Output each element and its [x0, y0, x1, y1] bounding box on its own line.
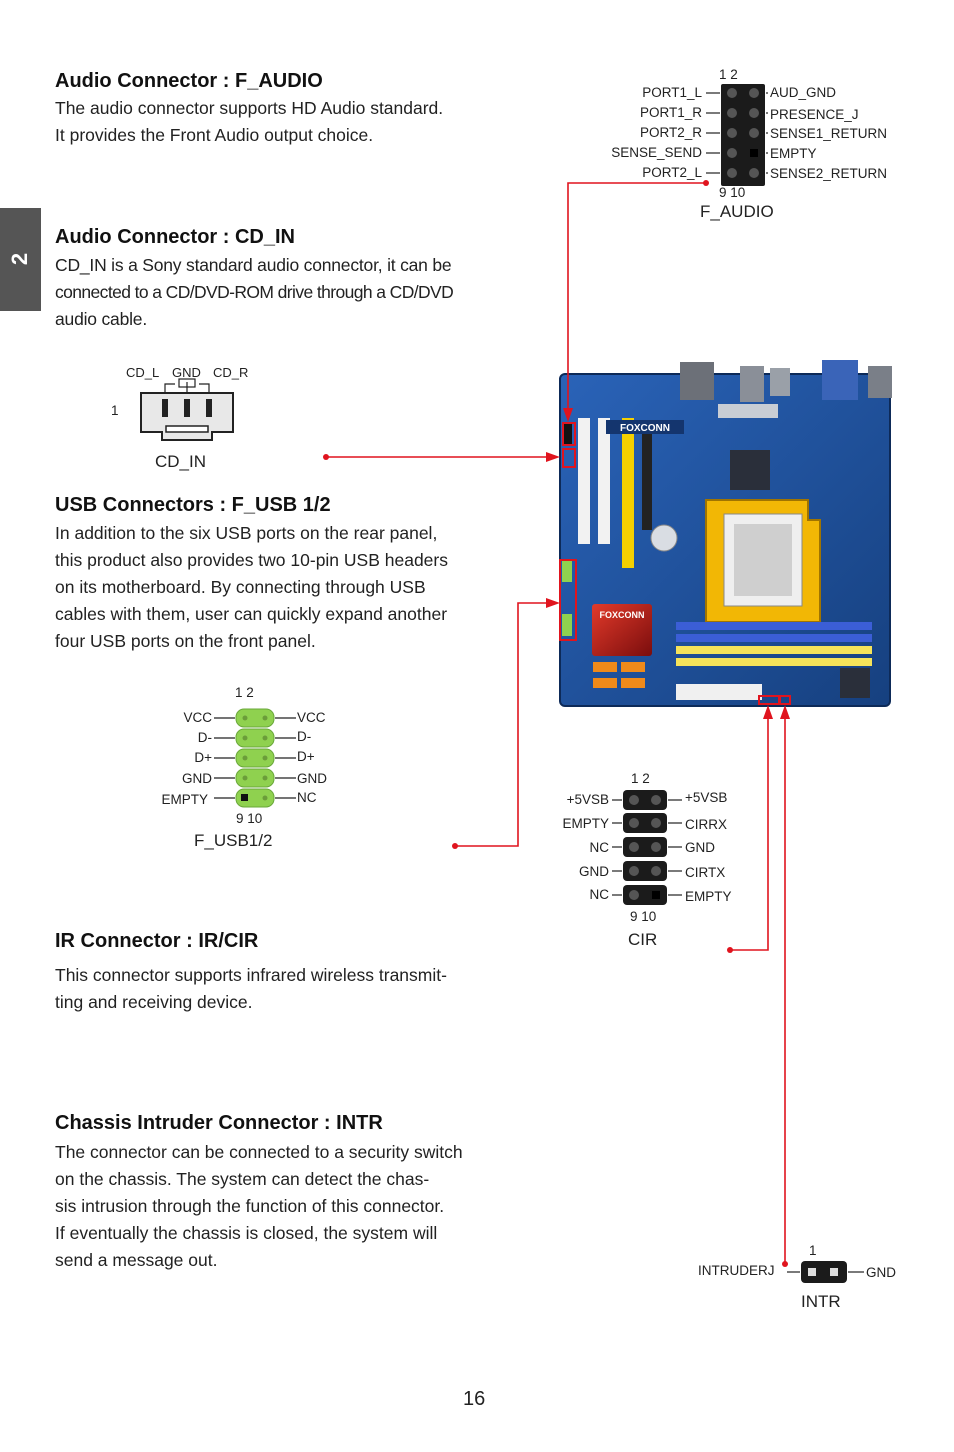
motherboard-image: FOXCONN FOXCONN: [559, 360, 892, 707]
text-line: In addition to the six USB ports on the …: [55, 523, 438, 543]
usb-right-5: NC: [297, 790, 317, 805]
usb-left-2: D-: [197, 730, 212, 745]
cir-left-4: GND: [579, 864, 609, 879]
text-line: CD_IN is a Sony standard audio connector…: [55, 255, 452, 275]
usb-text: In addition to the six USB ports on the …: [55, 520, 448, 655]
usb-right-1: VCC: [297, 710, 326, 725]
cir-left-2: EMPTY: [562, 816, 609, 831]
text-line: If eventually the chassis is closed, the…: [55, 1223, 438, 1243]
text-line: send a message out.: [55, 1250, 218, 1270]
usb-pin-bottom: 9 10: [236, 811, 263, 826]
cd-in-pin-one: 1: [111, 403, 119, 418]
f-audio-right-4: EMPTY: [770, 146, 817, 161]
cir-header: [612, 790, 682, 905]
board-brand: FOXCONN: [620, 423, 670, 434]
usb-left-4: GND: [182, 771, 212, 786]
intr-caption: INTR: [801, 1292, 841, 1311]
cd-in-label-gnd: GND: [172, 365, 201, 380]
cir-left-5: NC: [589, 887, 610, 902]
f-audio-heading: Audio Connector : F_AUDIO: [55, 70, 323, 92]
cir-right-1: +5VSB: [685, 790, 728, 805]
leader-arrows: [323, 180, 790, 1267]
text-line: connected to a CD/DVD-ROM drive through …: [55, 282, 454, 302]
ir-heading: IR Connector : IR/CIR: [55, 930, 259, 952]
cd-in-caption: CD_IN: [155, 452, 207, 471]
intr-left-label: INTRUDERJ: [698, 1263, 775, 1278]
cir-caption: CIR: [628, 930, 658, 949]
intr-text: The connector can be connected to a secu…: [55, 1139, 463, 1274]
cir-right-3: GND: [685, 840, 715, 855]
ir-text: This connector supports infrared wireles…: [55, 962, 447, 1016]
cir-pin-top: 1 2: [631, 771, 650, 786]
text-line: cables with them, user can quickly expan…: [55, 604, 448, 624]
usb-left-1: VCC: [183, 710, 212, 725]
text-line: four USB ports on the front panel.: [55, 631, 316, 651]
cir-right-5: EMPTY: [685, 889, 732, 904]
f-audio-text: The audio connector supports HD Audio st…: [55, 95, 443, 149]
text-line: on its motherboard. By connecting throug…: [55, 577, 426, 597]
usb-heading: USB Connectors : F_USB 1/2: [55, 494, 331, 516]
f-audio-header: [706, 84, 768, 186]
f-audio-caption: F_AUDIO: [700, 202, 774, 221]
f-audio-left-4: SENSE_SEND: [611, 145, 702, 160]
text-line: audio cable.: [55, 309, 147, 329]
cir-right-4: CIRTX: [685, 865, 726, 880]
usb-right-4: GND: [297, 771, 327, 786]
text-line: The connector can be connected to a secu…: [55, 1142, 463, 1162]
f-audio-right-2: PRESENCE_J: [770, 107, 859, 122]
f-audio-left-5: PORT2_L: [642, 165, 702, 180]
text-line: this product also provides two 10-pin US…: [55, 550, 448, 570]
f-audio-right-5: SENSE2_RETURN: [770, 166, 888, 181]
intr-header: [787, 1261, 864, 1283]
text-line: This connector supports infrared wireles…: [55, 965, 447, 985]
f-audio-pin-top: 1 2: [719, 67, 738, 82]
text-line: It provides the Front Audio output choic…: [55, 125, 374, 145]
cir-right-2: CIRRX: [685, 817, 728, 832]
f-audio-pin-bottom: 9 10: [719, 185, 746, 200]
text-line: The audio connector supports HD Audio st…: [55, 98, 444, 118]
cd-in-text: CD_IN is a Sony standard audio connector…: [55, 252, 454, 333]
cd-in-connector: [140, 378, 234, 441]
usb-header: [214, 708, 296, 808]
chapter-tab: 2: [0, 208, 41, 311]
usb-left-3: D+: [194, 750, 212, 765]
cir-left-3: NC: [589, 840, 610, 855]
cir-pin-bottom: 9 10: [630, 909, 657, 924]
intr-right-label: GND: [866, 1265, 896, 1280]
text-line: ting and receiving device.: [55, 992, 253, 1012]
cir-left-1: +5VSB: [566, 792, 609, 807]
text-line: sis intrusion through the function of th…: [55, 1196, 445, 1216]
usb-right-2: D-: [297, 729, 312, 744]
leader-lines: [326, 182, 786, 1264]
f-audio-left-2: PORT1_R: [639, 105, 702, 120]
usb-pin-top: 1 2: [235, 685, 254, 700]
f-audio-left-1: PORT1_L: [642, 85, 702, 100]
usb-right-3: D+: [297, 749, 315, 764]
page-number: 16: [463, 1388, 486, 1410]
intr-pin-one: 1: [809, 1243, 817, 1258]
cd-in-heading: Audio Connector : CD_IN: [55, 226, 295, 248]
cd-in-label-cdr: CD_R: [213, 365, 249, 380]
usb-caption: F_USB1/2: [194, 831, 273, 850]
usb-left-5: EMPTY: [161, 792, 208, 807]
heatsink-brand: FOXCONN: [600, 610, 645, 620]
f-audio-left-3: PORT2_R: [639, 125, 702, 140]
f-audio-right-1: AUD_GND: [770, 85, 837, 100]
text-line: on the chassis. The system can detect th…: [55, 1169, 430, 1189]
intr-heading: Chassis Intruder Connector : INTR: [55, 1112, 383, 1134]
cd-in-label-cdl: CD_L: [126, 365, 160, 380]
f-audio-right-3: SENSE1_RETURN: [770, 126, 888, 141]
